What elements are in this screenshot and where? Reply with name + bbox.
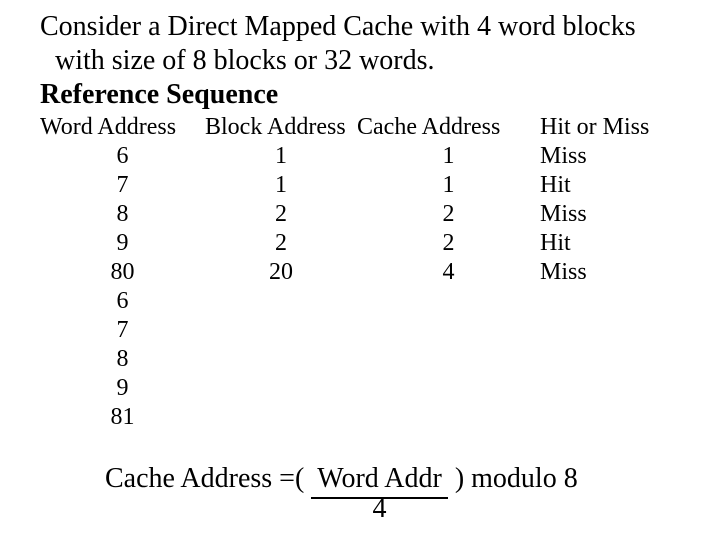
formula-denominator: 4 (372, 493, 387, 524)
formula-suffix: ) modulo 8 (447, 463, 578, 494)
cell-hit-or-miss: Miss (540, 143, 587, 169)
table-row: 7 1 1 Hit (40, 171, 680, 200)
cell-cache-address: 4 (442, 259, 455, 285)
reference-sequence-table: Word Address Block Address Cache Address… (40, 113, 680, 432)
cell-block-address: 2 (275, 201, 287, 227)
cell-hit-or-miss: Hit (540, 230, 571, 256)
cell-block-address (205, 374, 357, 403)
cell-cache-address: 2 (442, 230, 455, 256)
table-row: 81 (40, 403, 680, 432)
cell-hit-or-miss (540, 287, 680, 316)
table-row: 80 20 4 Miss (40, 258, 680, 287)
cell-block-address (205, 403, 357, 432)
cell-word-address: 6 (116, 288, 129, 314)
cell-hit-or-miss: Miss (540, 259, 587, 285)
section-heading: Reference Sequence (40, 79, 279, 110)
column-header-word-address: Word Address (40, 114, 177, 140)
cell-hit-or-miss: Miss (540, 201, 587, 227)
cell-word-address: 80 (110, 259, 135, 285)
table-row: 7 (40, 316, 680, 345)
cell-hit-or-miss (540, 345, 680, 374)
cell-word-address: 9 (116, 230, 129, 256)
cell-hit-or-miss (540, 316, 680, 345)
table-row: 6 1 1 Miss (40, 142, 680, 171)
cell-word-address: 7 (116, 172, 129, 198)
table-header-row: Word Address Block Address Cache Address… (40, 113, 680, 142)
cell-block-address (205, 345, 357, 374)
cell-block-address: 1 (275, 172, 287, 198)
table-row: 9 2 2 Hit (40, 229, 680, 258)
cell-word-address: 8 (116, 346, 129, 372)
column-header-cache-address: Cache Address (357, 114, 501, 140)
table-row: 6 (40, 287, 680, 316)
cell-cache-address (357, 316, 540, 345)
cell-block-address: 2 (275, 230, 287, 256)
formula-prefix: Cache Address =( (105, 463, 312, 494)
cell-cache-address (357, 403, 540, 432)
table-row: 8 2 2 Miss (40, 200, 680, 229)
cell-word-address: 81 (110, 404, 135, 430)
intro-text: Consider a Direct Mapped Cache with 4 wo… (40, 10, 690, 112)
cell-word-address: 6 (116, 143, 129, 169)
cell-hit-or-miss: Hit (540, 172, 571, 198)
cell-block-address (205, 316, 357, 345)
column-header-hit-or-miss: Hit or Miss (540, 114, 650, 140)
cell-word-address: 8 (116, 201, 129, 227)
column-header-block-address: Block Address (205, 114, 346, 140)
intro-line-1: Consider a Direct Mapped Cache with 4 wo… (40, 11, 636, 42)
cell-cache-address (357, 287, 540, 316)
cell-hit-or-miss (540, 403, 680, 432)
cell-cache-address: 2 (442, 201, 455, 227)
cell-cache-address (357, 374, 540, 403)
cell-cache-address: 1 (442, 172, 455, 198)
cell-block-address: 1 (275, 143, 287, 169)
cell-word-address: 7 (116, 317, 129, 343)
cell-block-address (205, 287, 357, 316)
table-row: 9 (40, 374, 680, 403)
table-row: 8 (40, 345, 680, 374)
intro-line-2: with size of 8 blocks or 32 words. (55, 45, 435, 76)
cell-hit-or-miss (540, 374, 680, 403)
cell-word-address: 9 (116, 375, 129, 401)
cell-block-address: 20 (269, 259, 293, 285)
formula-numerator: Word Addr (311, 465, 448, 499)
cell-cache-address: 1 (442, 143, 455, 169)
cell-cache-address (357, 345, 540, 374)
